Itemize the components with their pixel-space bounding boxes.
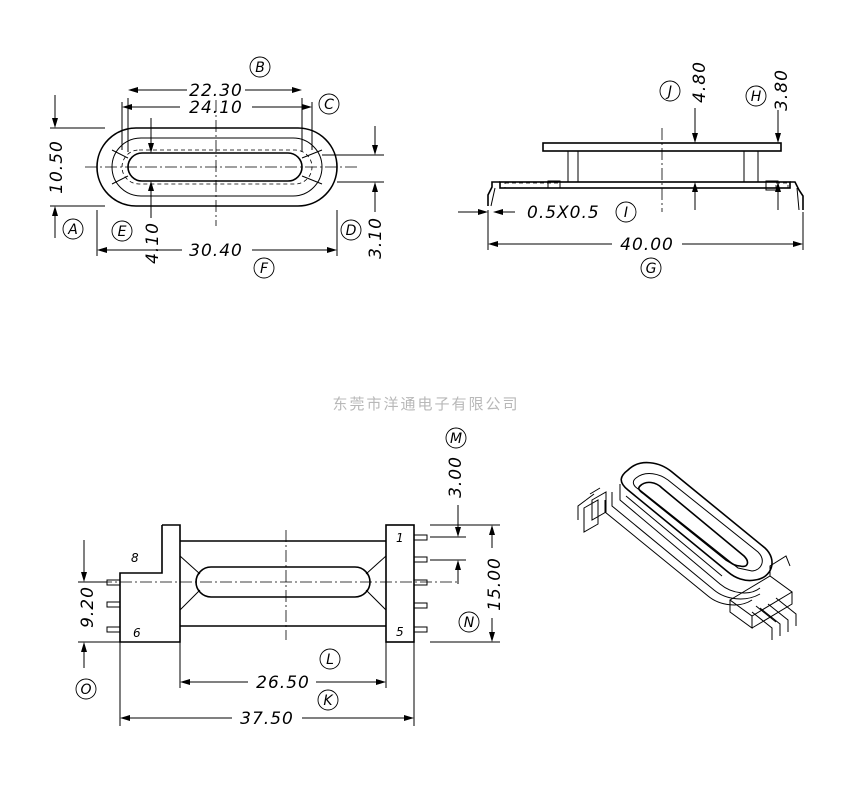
dim-26-50: 26.50	[256, 673, 310, 693]
dim-3-10: 3.10	[366, 217, 386, 259]
dim-4-80: 4.80	[690, 61, 710, 103]
label-b: B	[255, 60, 265, 76]
label-n: N	[464, 615, 475, 631]
label-h: H	[751, 89, 762, 105]
label-k: K	[323, 693, 334, 709]
label-j: J	[665, 84, 672, 100]
dim-40-00: 40.00	[620, 235, 674, 255]
dim-4-10: 4.10	[143, 222, 163, 264]
label-m: M	[450, 431, 462, 447]
label-e: E	[118, 224, 127, 240]
label-g: G	[646, 261, 657, 277]
label-d: D	[346, 223, 357, 239]
company-watermark: 东莞市洋通电子有限公司	[332, 395, 519, 413]
dim-0-5x0-5: 0.5X0.5	[527, 203, 600, 223]
dim-15-00: 15.00	[485, 557, 505, 611]
isometric-view	[577, 461, 797, 640]
dim-22-30: 22.30	[189, 81, 243, 101]
dim-30-40: 30.40	[189, 241, 243, 261]
pin-1-label: 1	[396, 531, 404, 545]
label-f: F	[260, 261, 269, 277]
side-view-bottom-flange	[499, 181, 791, 189]
side-view: 4.80 J 3.80 H 0.5X0.5 I 40.00 G	[458, 61, 804, 279]
label-a: A	[67, 222, 78, 238]
dim-37-50: 37.50	[240, 709, 294, 729]
top-view: 22.30 24.10 B C 10.50 A 4.10 E	[47, 56, 386, 279]
bottom-view-left-flange	[119, 524, 181, 643]
label-o: O	[80, 682, 91, 698]
dim-9-20: 9.20	[78, 586, 98, 628]
dim-24-10: 24.10	[189, 98, 243, 118]
dim-3-80: 3.80	[772, 69, 792, 111]
dim-10-50: 10.50	[47, 140, 67, 194]
label-c: C	[324, 97, 334, 113]
pin-8-label: 8	[131, 551, 139, 565]
label-i: I	[624, 205, 628, 221]
label-l: L	[326, 652, 334, 668]
pin-5-label: 5	[396, 625, 404, 639]
dim-3-00: 3.00	[446, 456, 466, 498]
bottom-view: 8 6 1 5 3.00 M 15.00 N 9.20 O	[75, 427, 505, 729]
pin-6-label: 6	[133, 626, 141, 640]
